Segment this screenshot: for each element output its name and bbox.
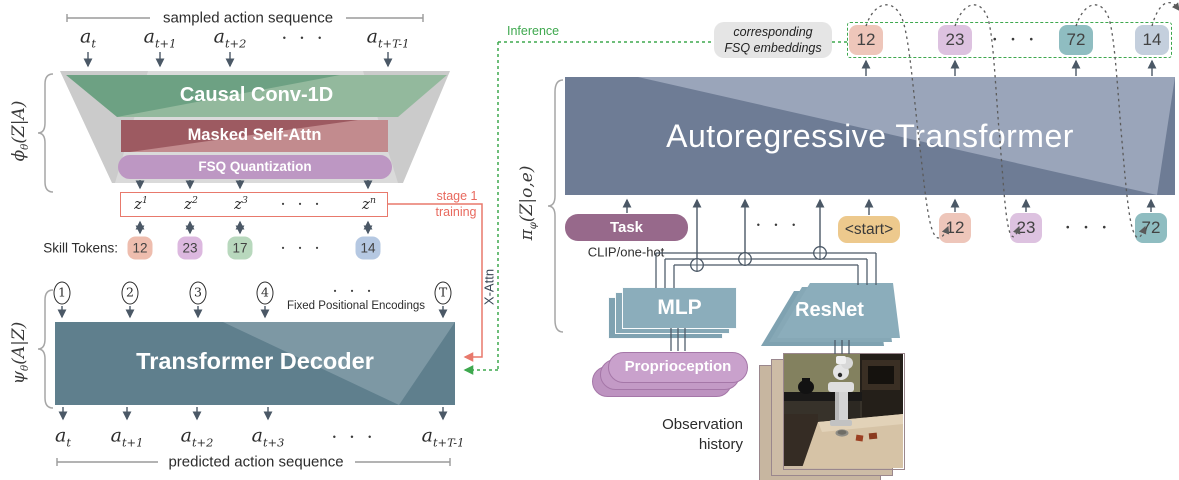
sampled-action-sequence-label: sampled action sequence — [156, 9, 340, 27]
mlp-layer-front: MLP — [622, 287, 737, 329]
input-token-72: 72 — [1135, 213, 1167, 243]
skill-token-14: 14 — [355, 236, 381, 260]
stage1-note-line2: training — [435, 205, 477, 219]
action-bottom-4: at+3 — [251, 424, 285, 450]
observation-image-front — [783, 353, 905, 470]
skill-token-12: 12 — [127, 236, 153, 260]
action-top-dots: • • • — [282, 33, 328, 43]
encoder-brace — [37, 73, 54, 193]
observation-history-label: Observation history — [646, 415, 743, 456]
observation-history-line2: history — [698, 436, 743, 454]
input-token-dots-2: • • • — [1065, 222, 1113, 234]
add-node-3-cross — [813, 246, 827, 260]
masked-self-attn-label: Masked Self-Attn — [187, 126, 322, 144]
action-top-3: at+2 — [213, 25, 247, 51]
input-token-23: 23 — [1010, 213, 1042, 243]
action-top-1: at — [80, 25, 96, 51]
autoregressive-transformer-label: Autoregressive Transformer — [666, 118, 1074, 154]
fsq-embedding-output-box — [847, 22, 1172, 58]
encoder-symbol: ϕθ(Z|A) — [8, 100, 32, 162]
output-token-14: 14 — [1135, 25, 1169, 55]
skill-token-23: 23 — [177, 236, 203, 260]
action-bottom-5: at+T-1 — [421, 424, 465, 450]
z-token-1: z1 — [134, 195, 148, 213]
observation-history-line1: Observation — [662, 416, 743, 433]
input-token-dots: • • • — [756, 220, 802, 230]
stage1-note-line1: stage 1 — [436, 189, 478, 203]
fsq-quantization-label: FSQ Quantization — [198, 159, 312, 174]
pos-token-2: 2 — [121, 281, 139, 305]
fixed-positional-encodings-label: Fixed Positional Encodings — [286, 300, 426, 312]
skill-token-dots: • • • — [281, 243, 325, 253]
output-token-72: 72 — [1059, 25, 1093, 55]
clip-onehot-label: CLIP/one-hot — [587, 244, 665, 260]
fsq-embeddings-note-line2: FSQ embeddings — [724, 41, 822, 56]
action-bottom-3: at+2 — [180, 424, 214, 450]
add-node-2 — [738, 252, 752, 266]
z-token-2: z2 — [184, 195, 198, 213]
autoregressive-transformer-block: Autoregressive Transformer — [565, 77, 1175, 195]
masked-self-attn-block: Masked Self-Attn — [121, 120, 388, 152]
causal-conv-label: Causal Conv-1D — [179, 84, 334, 106]
add-node-1-cross — [690, 258, 704, 272]
task-pill: Task — [565, 214, 688, 241]
pos-token-T: T — [434, 281, 452, 305]
output-token-23: 23 — [938, 25, 972, 55]
pos-token-3: 3 — [189, 281, 207, 305]
start-token: <start> — [838, 216, 900, 243]
latent-z-box: z1 z2 z3 • • • zn — [120, 192, 388, 217]
input-token-12: 12 — [939, 213, 971, 243]
fsq-quantization-block: FSQ Quantization — [118, 155, 392, 179]
skill-tokens-label: Skill Tokens: — [43, 240, 118, 256]
z-token-dots: • • • — [281, 199, 325, 209]
transformer-decoder-block: Transformer Decoder — [55, 322, 455, 405]
proprio-layer-front: Proprioception — [608, 352, 748, 383]
action-top-2: at+1 — [143, 25, 177, 51]
z-skill-double-arrows — [135, 220, 373, 235]
fsq-embeddings-note: corresponding FSQ embeddings — [714, 22, 832, 58]
causal-conv-block: Causal Conv-1D — [66, 75, 447, 117]
decoder-brace — [37, 289, 54, 409]
add-nodes — [690, 246, 827, 272]
inference-label: Inference — [507, 24, 560, 38]
policy-symbol: πφ(Z|o,e) — [516, 165, 540, 241]
pos-token-4: 4 — [256, 281, 274, 305]
transformer-decoder-label: Transformer Decoder — [136, 348, 374, 374]
z-token-n: zn — [362, 195, 376, 213]
add-node-3 — [813, 246, 827, 260]
fsq-embeddings-note-line1: corresponding — [733, 25, 813, 39]
pos-token-dots: • • • — [333, 286, 377, 296]
output-token-12: 12 — [849, 25, 883, 55]
x-attn-label: X-Attn — [481, 268, 497, 306]
action-bottom-dots: • • • — [332, 432, 378, 442]
pos-token-1: 1 — [53, 281, 71, 305]
skill-token-17: 17 — [227, 236, 253, 260]
action-top-4: at+T-1 — [366, 25, 410, 51]
add-node-1 — [690, 258, 704, 272]
action-bottom-1: at — [55, 424, 71, 450]
robot-scene — [784, 354, 903, 468]
action-bottom-2: at+1 — [110, 424, 144, 450]
decoder-symbol: ψθ(A|Z) — [8, 321, 32, 385]
policy-brace — [547, 79, 564, 333]
z-token-3: z3 — [234, 195, 248, 213]
add-node-2-cross — [738, 252, 752, 266]
predicted-action-sequence-label: predicted action sequence — [162, 453, 350, 471]
